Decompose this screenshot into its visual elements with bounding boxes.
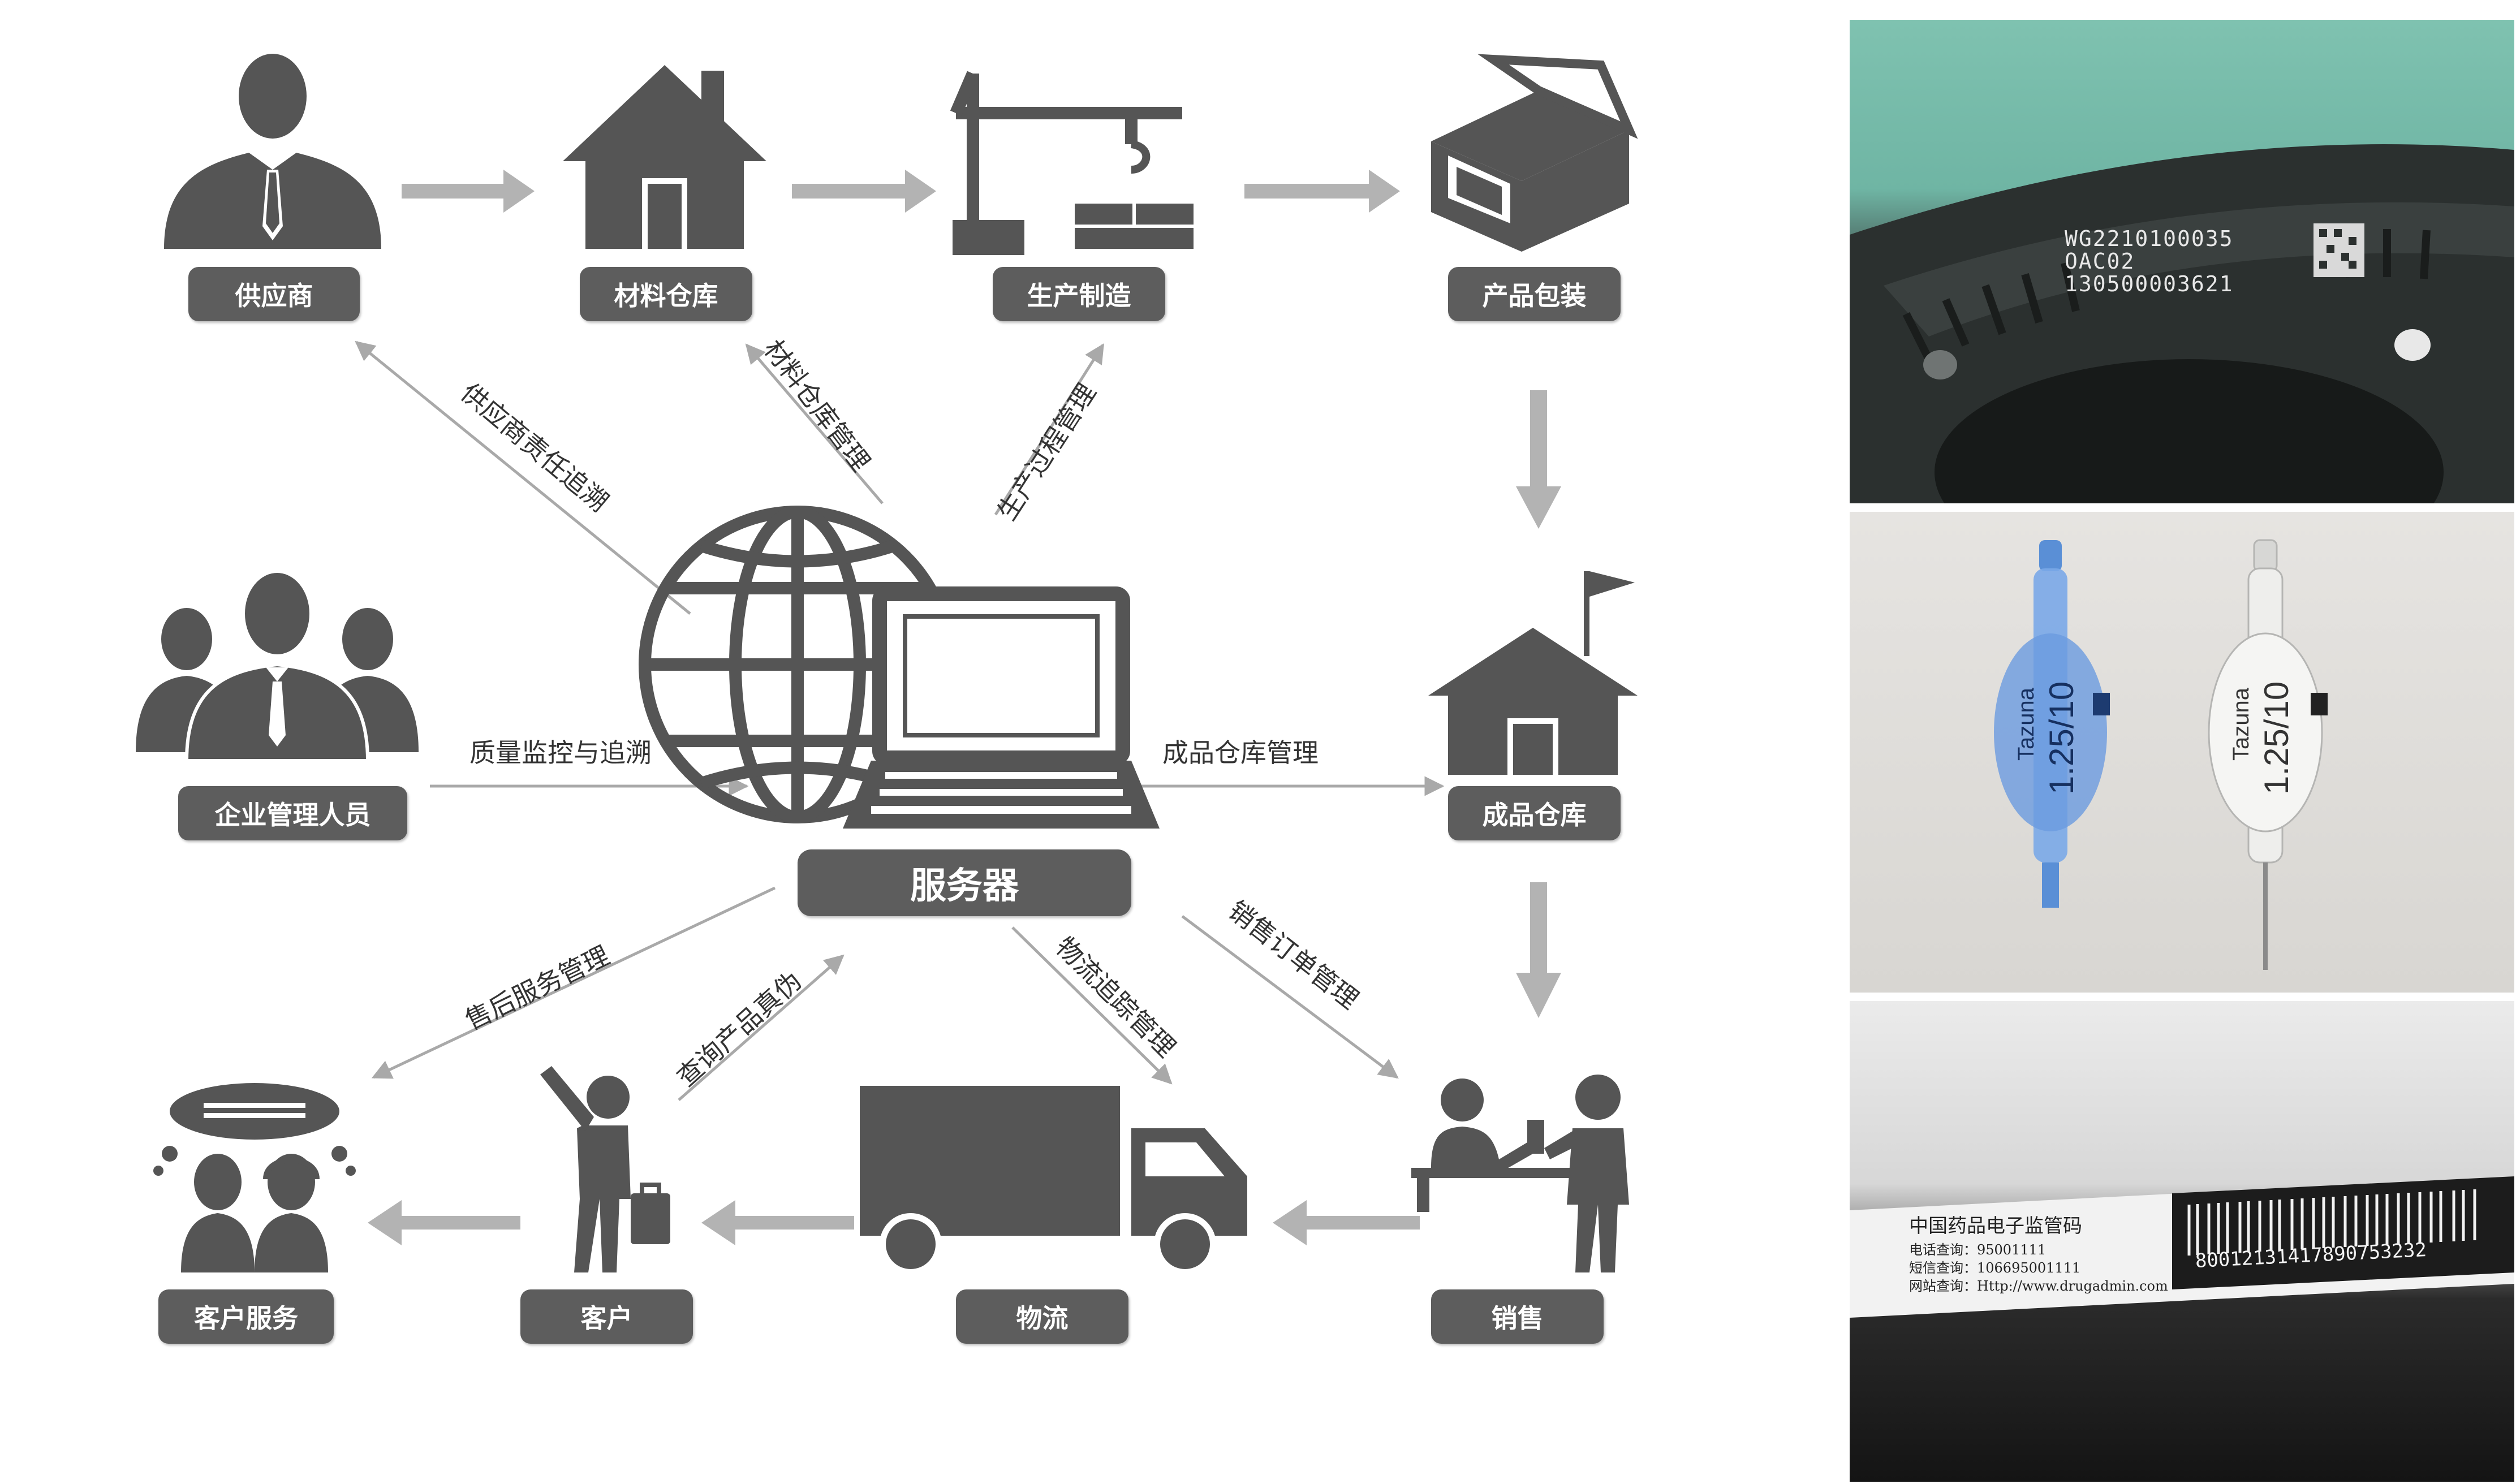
barcode-sms: 短信查询：106695001111 bbox=[1909, 1260, 2081, 1276]
needle-brand-blue: Tazuna bbox=[2014, 688, 2039, 761]
label-customer-service: 客户服务 bbox=[158, 1289, 334, 1344]
needle-brand-clear: Tazuna bbox=[2229, 688, 2254, 761]
label-management: 企业管理人员 bbox=[178, 786, 407, 840]
arrow-finished-to-sales bbox=[1516, 882, 1561, 1018]
photo-engraved-gear: WG2210100035 OAC02 130500003621 bbox=[1850, 20, 2514, 503]
finished-warehouse-icon bbox=[1428, 571, 1638, 775]
arrow-supplier-to-material bbox=[402, 170, 535, 213]
arrow-server-to-logistics bbox=[1011, 926, 1173, 1085]
traceability-diagram: 供应商 材料仓库 生产制造 产品包装 企业管理人员 服务器 成品仓库 客户服务 … bbox=[136, 54, 1638, 1344]
arrow-material-to-production bbox=[792, 170, 936, 213]
arrow-sales-to-logistics bbox=[1273, 1200, 1420, 1245]
barcode-title: 中国药品电子监管码 bbox=[1909, 1215, 2082, 1237]
gear-code-line2: OAC02 bbox=[2065, 249, 2135, 274]
label-production: 生产制造 bbox=[993, 267, 1165, 321]
label-customer: 客户 bbox=[520, 1289, 693, 1344]
gear-illustration bbox=[1850, 144, 2514, 503]
warehouse-house-icon bbox=[563, 65, 766, 249]
laptop-icon bbox=[843, 586, 1160, 829]
diagram-canvas bbox=[136, 54, 1638, 1275]
gear-code-line1: WG2210100035 bbox=[2065, 226, 2234, 251]
label-sales: 销售 bbox=[1431, 1289, 1604, 1344]
traveler-icon bbox=[540, 1066, 670, 1272]
arrow-packaging-to-finished bbox=[1516, 390, 1561, 529]
label-supplier: 供应商 bbox=[188, 267, 360, 321]
needle-size-clear: 1.25/10 bbox=[2257, 681, 2295, 795]
management-people-icon bbox=[136, 570, 419, 762]
sales-people-icon bbox=[1411, 1075, 1629, 1272]
truck-icon bbox=[860, 1086, 1247, 1275]
arrow-server-to-sales bbox=[1181, 915, 1399, 1079]
crane-icon bbox=[950, 71, 1194, 255]
arrow-customer-to-service bbox=[368, 1200, 520, 1245]
arrow-logistics-to-customer bbox=[701, 1200, 854, 1245]
arrow-server-to-production bbox=[994, 343, 1105, 516]
barcode-phone: 电话查询：95001111 bbox=[1909, 1242, 2047, 1258]
box-icon bbox=[1431, 54, 1638, 252]
label-material-warehouse: 材料仓库 bbox=[580, 267, 752, 321]
text-quality: 质量监控与追溯 bbox=[469, 737, 652, 768]
photo-labeled-needles: Tazuna 1.25/10 Tazuna 1.25/10 bbox=[1850, 512, 2514, 993]
label-logistics: 物流 bbox=[956, 1289, 1128, 1344]
label-server: 服务器 bbox=[798, 849, 1131, 916]
arrow-server-to-supplier bbox=[355, 340, 691, 615]
label-finished-warehouse: 成品仓库 bbox=[1448, 786, 1621, 840]
needle-size-blue: 1.25/10 bbox=[2043, 681, 2080, 795]
barcode-illustration bbox=[1850, 1176, 2514, 1318]
needles-illustration bbox=[1994, 539, 2328, 970]
barcode-web: 网站查询：Http://www.drugadmin.com bbox=[1909, 1278, 2168, 1294]
text-finished-mgmt: 成品仓库管理 bbox=[1162, 737, 1319, 768]
server-arrows bbox=[355, 340, 1445, 1101]
supplier-icon bbox=[164, 54, 381, 249]
flow-arrows bbox=[368, 170, 1561, 1245]
label-packaging: 产品包装 bbox=[1448, 267, 1621, 321]
arrow-customer-to-server bbox=[678, 954, 845, 1101]
customer-service-icon bbox=[153, 1083, 356, 1272]
arrow-production-to-packaging bbox=[1244, 170, 1400, 213]
photo-drug-barcode: 中国药品电子监管码 电话查询：95001111 短信查询：10669500111… bbox=[1850, 1001, 2514, 1482]
gear-code-line3: 130500003621 bbox=[2065, 271, 2234, 296]
arrow-server-to-material bbox=[745, 343, 884, 504]
arrow-server-to-service bbox=[371, 886, 776, 1079]
